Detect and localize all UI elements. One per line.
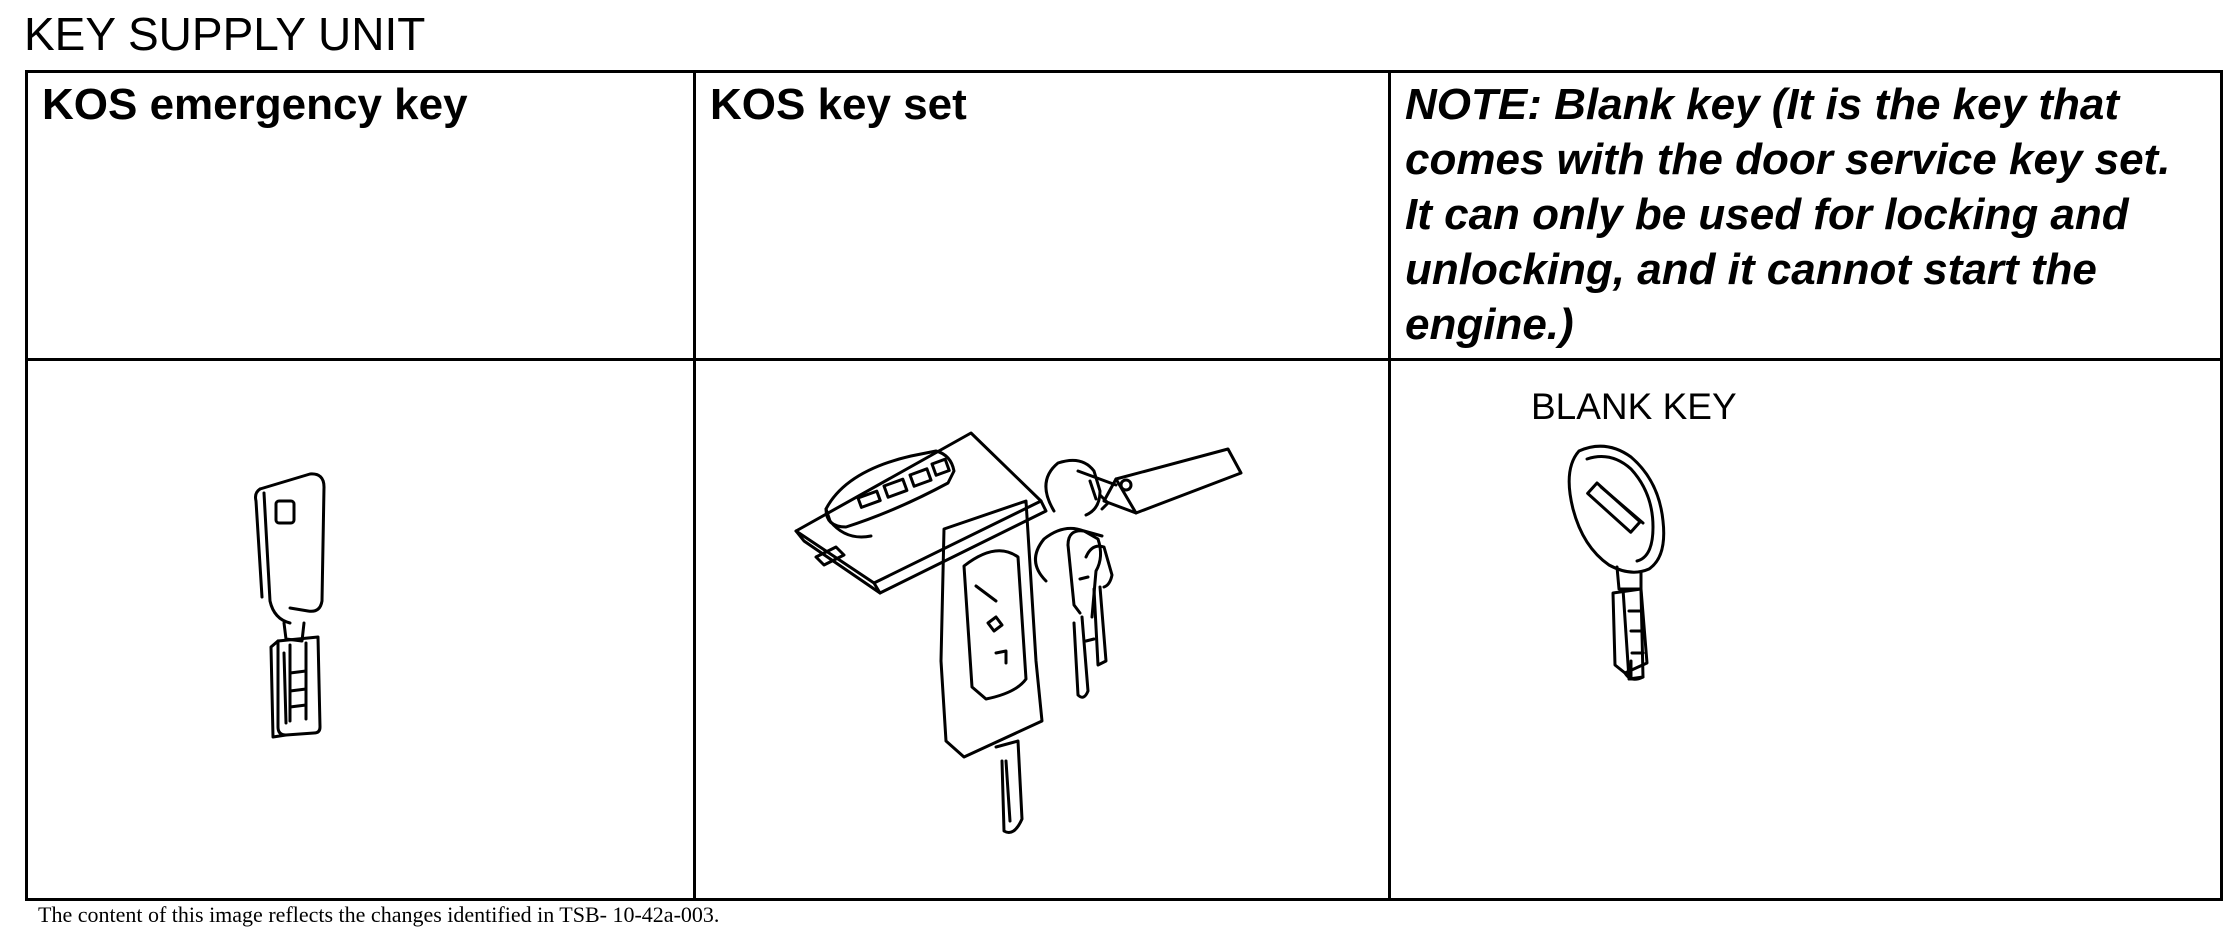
header-row: KOS emergency key KOS key set NOTE: Blan…: [25, 70, 2223, 361]
image-cell-key-set: [693, 358, 1391, 901]
image-cell-blank-key: BLANK KEY: [1388, 358, 2223, 901]
header-cell-emergency-key: KOS emergency key: [25, 70, 696, 361]
key-set-illustration: [794, 431, 1243, 834]
header-emergency-key: KOS emergency key: [42, 80, 468, 129]
blank-key-label: BLANK KEY: [1531, 386, 1737, 427]
emergency-key-illustration: [254, 472, 326, 739]
header-cell-blank-key-note: NOTE: Blank key (It is the key that come…: [1388, 70, 2223, 361]
key-supply-table: KOS emergency key KOS key set NOTE: Blan…: [25, 70, 2223, 901]
page-title: KEY SUPPLY UNIT: [24, 8, 426, 60]
image-row: BLANK KEY: [25, 358, 2223, 901]
header-cell-key-set: KOS key set: [693, 70, 1391, 361]
blank-key-note: NOTE: Blank key (It is the key that come…: [1405, 80, 2171, 349]
footer-note: The content of this image reflects the c…: [38, 902, 720, 927]
blank-key-illustration: [1567, 444, 1666, 681]
image-cell-emergency-key: [25, 358, 696, 901]
header-key-set: KOS key set: [710, 80, 967, 129]
